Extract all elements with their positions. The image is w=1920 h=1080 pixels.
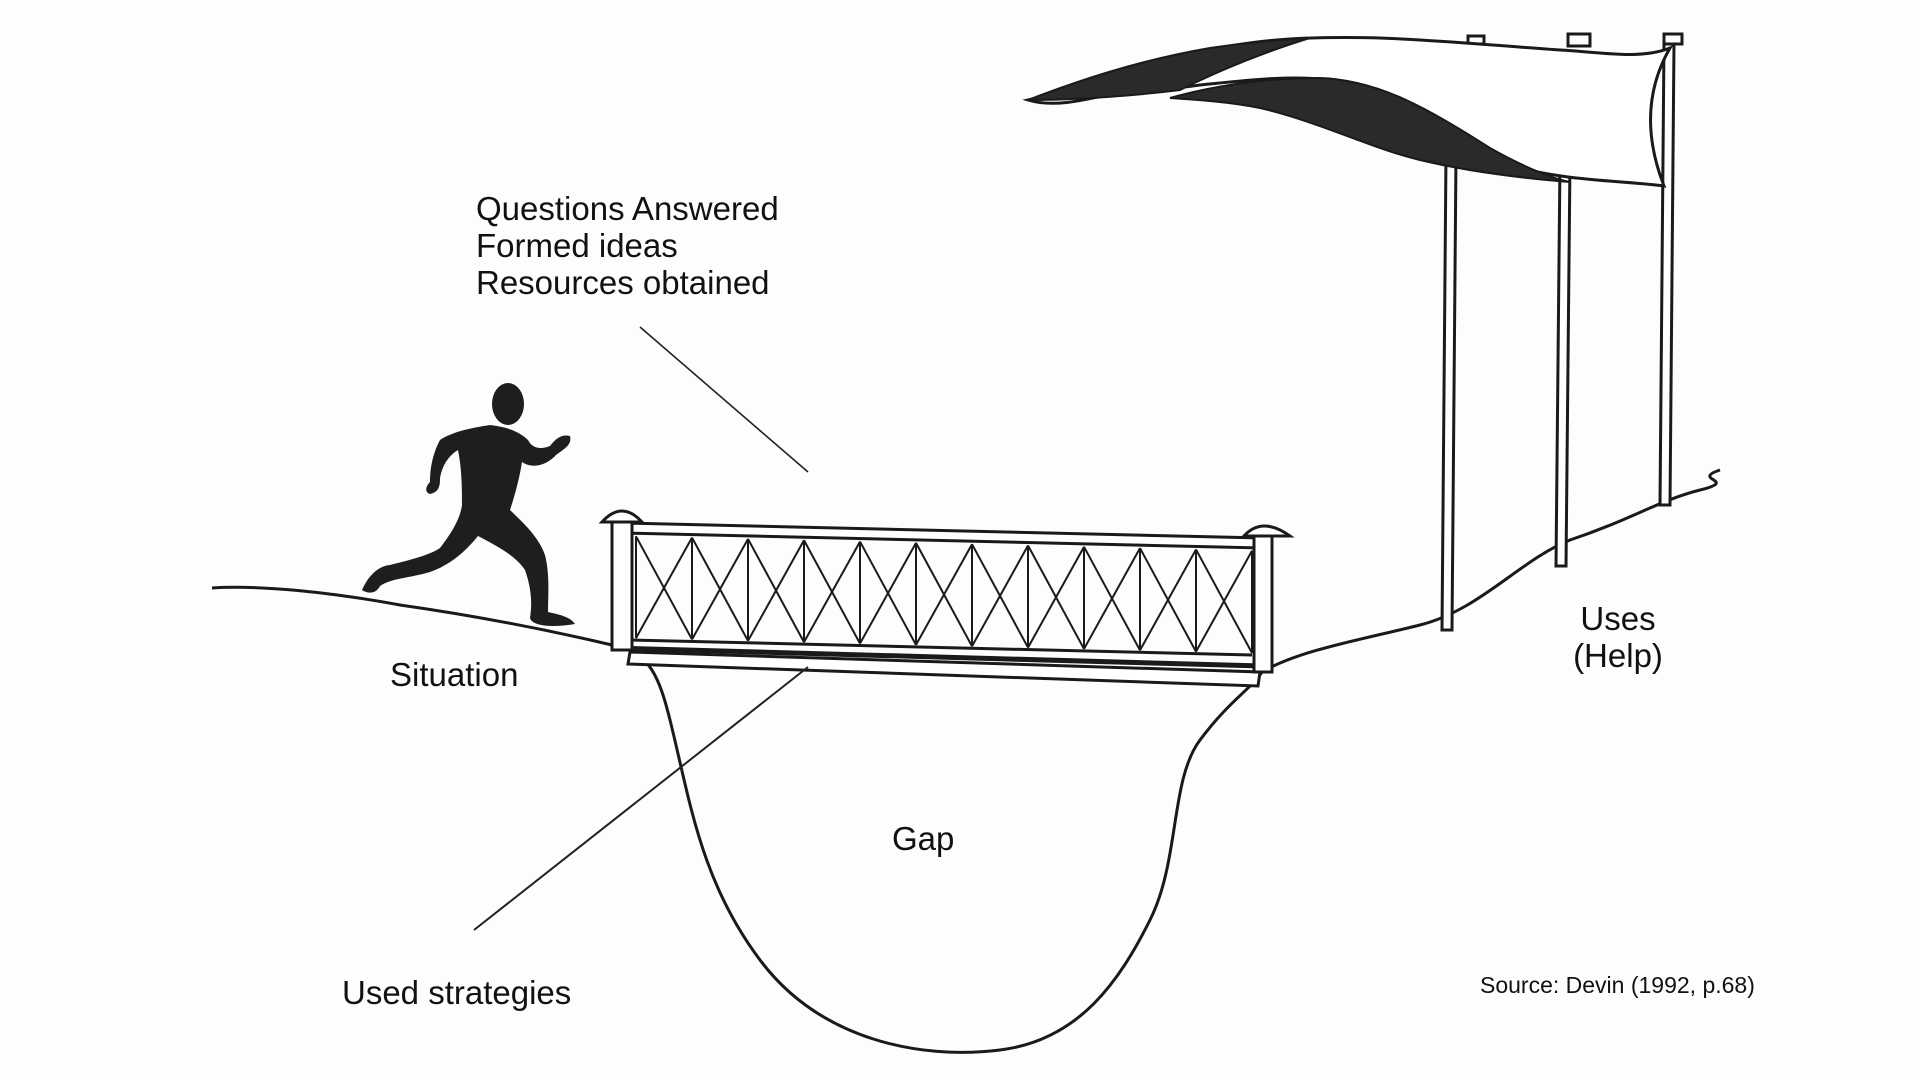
callout-outcomes-text: Questions Answered Formed ideas Resource…	[476, 190, 779, 301]
situation-label: Situation	[390, 656, 519, 693]
bridge-brace	[803, 541, 861, 643]
callout-leader-bottom	[473, 666, 809, 931]
uses-label: Uses (Help)	[1560, 600, 1676, 674]
used-strategies-label: Used strategies	[342, 974, 572, 1011]
bridge-brace	[859, 542, 917, 645]
gap-outline	[611, 643, 1264, 1054]
uses-label-line2: (Help)	[1573, 637, 1663, 674]
bridge-brace	[747, 539, 805, 642]
running-person-figure	[362, 383, 575, 626]
callout-line-resources: Resources obtained	[476, 264, 770, 301]
source-citation: Source: Devin (1992, p.68)	[1480, 972, 1755, 998]
bridge-brace	[691, 538, 749, 640]
left-ground-line	[211, 585, 613, 647]
bridge-brace	[971, 545, 1029, 647]
bridge-brace	[1027, 546, 1085, 649]
bridge-brace	[915, 543, 973, 646]
uses-label-line1: Uses	[1580, 600, 1656, 637]
bridge	[598, 509, 1295, 688]
bridge-brace	[635, 537, 693, 639]
bridge-brace	[1195, 550, 1253, 653]
gap-label: Gap	[892, 820, 955, 857]
callout-leader-top	[639, 326, 809, 473]
callout-line-ideas: Formed ideas	[476, 227, 678, 264]
bridge-brace	[1139, 548, 1197, 651]
callout-line-questions: Questions Answered	[476, 190, 779, 227]
bridge-brace	[1083, 547, 1141, 650]
banner-flag	[1022, 36, 1674, 188]
